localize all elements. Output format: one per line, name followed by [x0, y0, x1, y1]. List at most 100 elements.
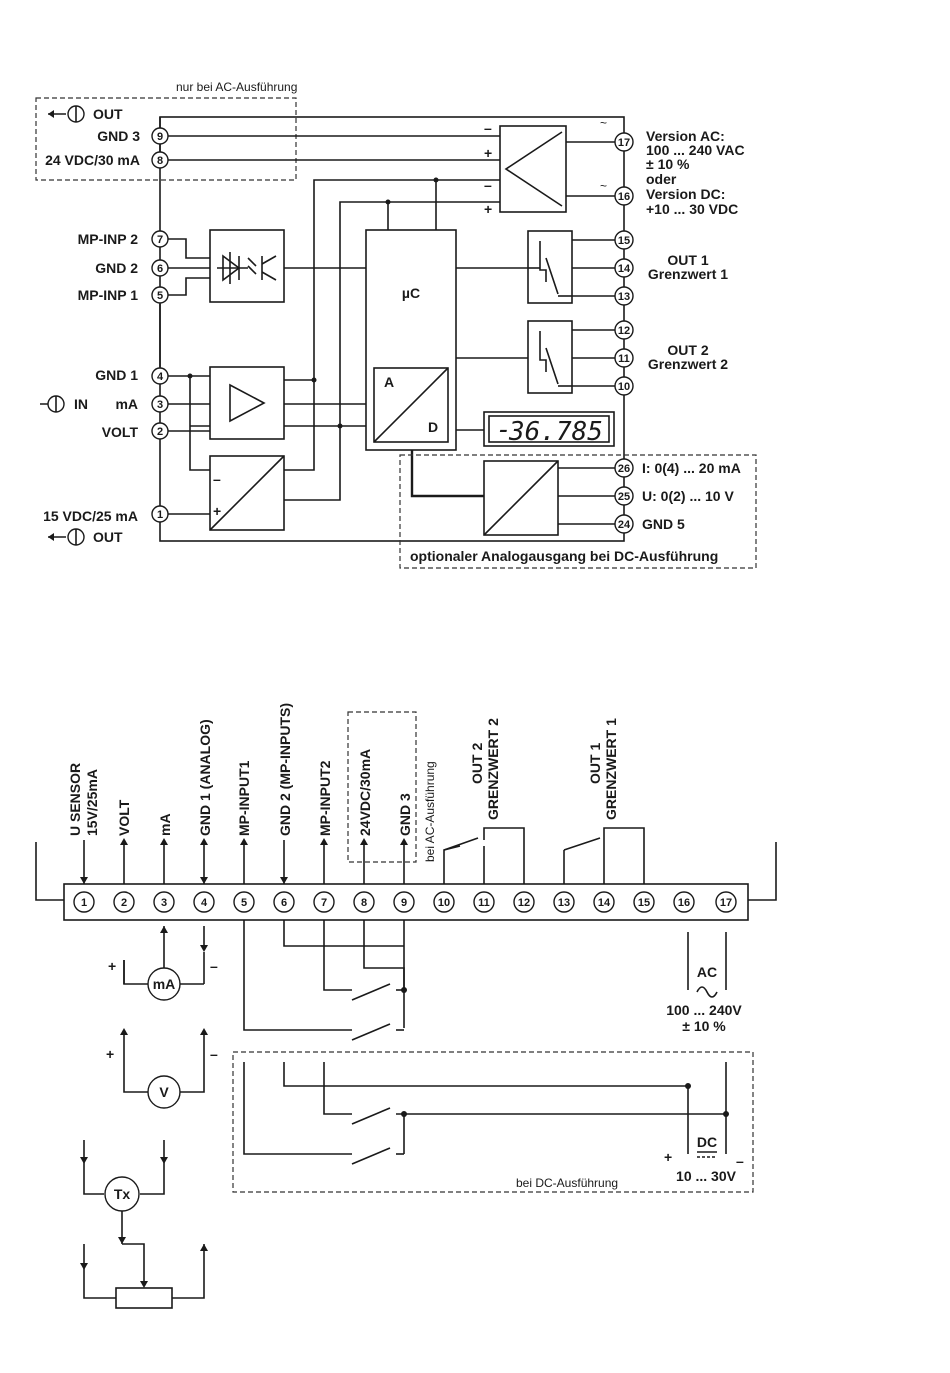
tx-transmitter-circuit: Tx	[80, 1140, 168, 1244]
col-label-gnd3: GND 3	[397, 793, 413, 836]
terminals-right: 17 16 15 14 13 12 11 10 26 25 24	[614, 132, 634, 534]
strip-terminal-16: 16	[678, 897, 690, 909]
col-label-ma: mA	[157, 813, 173, 836]
strip-terminal-10: 10	[438, 897, 450, 909]
ac-range: 100 ... 240V	[666, 1002, 742, 1018]
strip-terminal-12: 12	[518, 897, 530, 909]
terminal-7: 7	[157, 234, 163, 246]
junction-dots	[187, 177, 439, 429]
terminal-2: 2	[157, 426, 163, 438]
bracket-left	[35, 842, 64, 901]
v-meter	[147, 1075, 181, 1109]
supply-line2: 100 ... 240 VAC	[646, 142, 745, 158]
ac-supply: AC 100 ... 240V ± 10 %	[666, 932, 742, 1034]
analog-output-caption: optionaler Analogausgang bei DC-Ausführu…	[410, 548, 718, 564]
strip-terminal-4: 4	[201, 897, 208, 909]
terminal-26: 26	[618, 463, 630, 475]
terminal-5: 5	[157, 290, 163, 302]
col-label-15v: 15V/25mA	[84, 769, 100, 836]
block-diagram: nur bei AC-Ausführung OUT GND 3 24 VDC/3…	[35, 80, 757, 569]
strip-terminal-8: 8	[361, 897, 367, 909]
supply-line1: Version AC:	[646, 128, 725, 144]
terminal-11: 11	[618, 353, 630, 365]
label-gnd2: GND 2	[95, 260, 138, 276]
potentiometer	[115, 1287, 173, 1309]
strip-terminal-2: 2	[121, 897, 127, 909]
dc-range: 10 ... 30V	[676, 1168, 737, 1184]
terminal-strip-circles: 1 2 3 4 5 6 7 8 9 10 11 12 13 14 15 16 1…	[73, 891, 737, 913]
terminals-left: 9 8 7 6 5 4 3 2 1	[151, 127, 169, 523]
display-value: 36.785	[508, 417, 603, 447]
ma-plus: +	[108, 958, 116, 974]
v-plus: +	[106, 1046, 114, 1062]
sensor-minus: –	[213, 471, 221, 487]
terminal-14: 14	[618, 263, 631, 275]
terminal-6: 6	[157, 263, 163, 275]
ac-only-region-bottom	[347, 711, 417, 863]
relay-contacts-bottom	[443, 827, 645, 888]
strip-terminal-17: 17	[720, 897, 732, 909]
display-minus: -	[496, 415, 512, 445]
ac-only-region	[35, 97, 297, 181]
out2-label-2: GRENZWERT 2	[485, 718, 501, 820]
label-volt: VOLT	[102, 424, 139, 440]
out2-line1: OUT 2	[667, 342, 708, 358]
psu-plus-2: +	[484, 201, 492, 217]
terminal-15: 15	[618, 235, 630, 247]
left-labels: OUT GND 3 24 VDC/30 mA MP-INP 2 GND 2 MP…	[40, 105, 140, 546]
psu-plus-1: +	[484, 145, 492, 161]
terminal-16: 16	[618, 191, 630, 203]
seven-segment-display: - 36.785	[483, 411, 615, 447]
terminal-10: 10	[618, 381, 630, 393]
strip-terminal-5: 5	[241, 897, 247, 909]
sensor-plus: +	[213, 503, 221, 519]
strip-terminal-11: 11	[478, 897, 490, 909]
label-in: IN	[74, 396, 88, 412]
strip-terminal-13: 13	[558, 897, 570, 909]
terminal-1: 1	[157, 509, 163, 521]
strip-terminal-3: 3	[161, 897, 167, 909]
label-gnd3: GND 3	[97, 128, 140, 144]
out2-line2: Grenzwert 2	[648, 356, 728, 372]
psu-ac-1: ~	[600, 116, 607, 130]
ac-only-note-bottom: bei AC-Ausführung	[423, 761, 437, 862]
terminal-25: 25	[618, 491, 630, 503]
column-labels: U SENSOR 15V/25mA VOLT mA GND 1 (ANALOG)…	[67, 703, 619, 862]
col-label-volt: VOLT	[116, 799, 132, 836]
power-supply-block: – + – + ~ ~	[484, 116, 607, 217]
tx-label: Tx	[114, 1186, 131, 1202]
relay-out2	[527, 320, 573, 394]
v-meter-label: V	[159, 1084, 169, 1100]
v-minus: –	[210, 1046, 218, 1062]
psu-minus-1: –	[484, 120, 492, 136]
psu-ac-2: ~	[600, 179, 607, 193]
label-mp-inp1: MP-INP 1	[78, 287, 139, 303]
adc-a-label: A	[384, 374, 394, 390]
label-15vdc: 15 VDC/25 mA	[43, 508, 138, 524]
strip-terminal-14: 14	[598, 897, 611, 909]
dc-minus: –	[736, 1153, 744, 1169]
sensor-supply-block: – +	[209, 455, 285, 531]
terminal-3: 3	[157, 399, 163, 411]
psu-minus-2: –	[484, 177, 492, 193]
terminal-arrows	[80, 838, 408, 884]
ma-meter-circuit: mA + –	[108, 926, 218, 1001]
out1-line2: Grenzwert 1	[648, 266, 728, 282]
label-ma: mA	[115, 396, 138, 412]
dc-supply-region: DC + – 10 ... 30V bei DC-Ausführung	[232, 1051, 754, 1193]
bracket-right	[748, 842, 777, 901]
col-label-mp-input2: MP-INPUT2	[317, 760, 333, 836]
analog-output-gnd5: GND 5	[642, 516, 685, 532]
strip-terminal-9: 9	[401, 897, 407, 909]
strip-terminal-6: 6	[281, 897, 287, 909]
dc-only-note: bei DC-Ausführung	[516, 1176, 618, 1190]
analog-output-i: I: 0(4) ... 20 mA	[642, 460, 741, 476]
ac-only-note: nur bei AC-Ausführung	[176, 80, 297, 94]
terminal-4: 4	[157, 371, 164, 383]
terminal-connection-diagram: U SENSOR 15V/25mA VOLT mA GND 1 (ANALOG)…	[35, 703, 777, 1309]
terminal-9: 9	[157, 131, 163, 143]
terminal-17: 17	[618, 137, 630, 149]
dc-only-region	[232, 1051, 754, 1193]
out1-label-1: OUT 1	[587, 743, 603, 784]
